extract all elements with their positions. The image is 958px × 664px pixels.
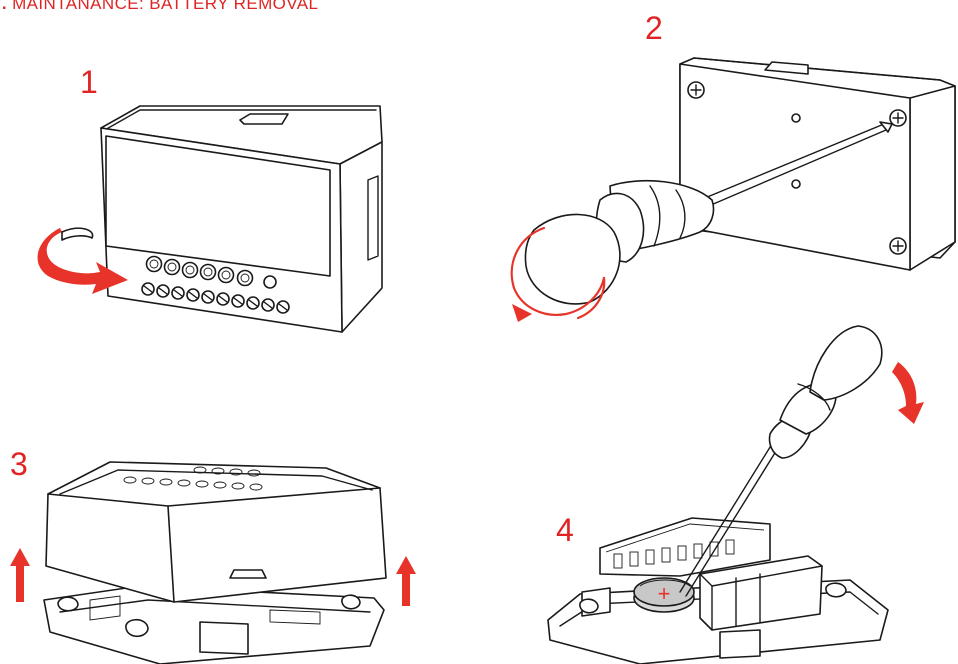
up-arrow-icon bbox=[10, 548, 416, 606]
step-3-number: 3 bbox=[10, 446, 28, 482]
page-title: 7. MAINTANANCE: BATTERY REMOVAL bbox=[0, 0, 318, 14]
step-4-screwdriver bbox=[679, 325, 883, 597]
curved-arrow-icon bbox=[37, 227, 129, 294]
step-3-assembly bbox=[43, 461, 387, 664]
step-4-number: 4 bbox=[556, 512, 574, 548]
step-1-enclosure bbox=[100, 105, 383, 333]
section-number: 7. bbox=[0, 0, 7, 13]
battery-plus-mark: + bbox=[658, 581, 671, 606]
step-2-screwdriver bbox=[524, 121, 893, 305]
step-1-number: 1 bbox=[80, 64, 98, 100]
step-2-number: 2 bbox=[645, 10, 663, 46]
rotation-arrow-icon bbox=[510, 226, 606, 322]
section-title: MAINTANANCE: BATTERY REMOVAL bbox=[12, 0, 319, 13]
curved-down-arrow-icon bbox=[892, 362, 924, 424]
step-2-enclosure-back bbox=[679, 57, 956, 271]
step-4-pcb bbox=[547, 517, 889, 664]
